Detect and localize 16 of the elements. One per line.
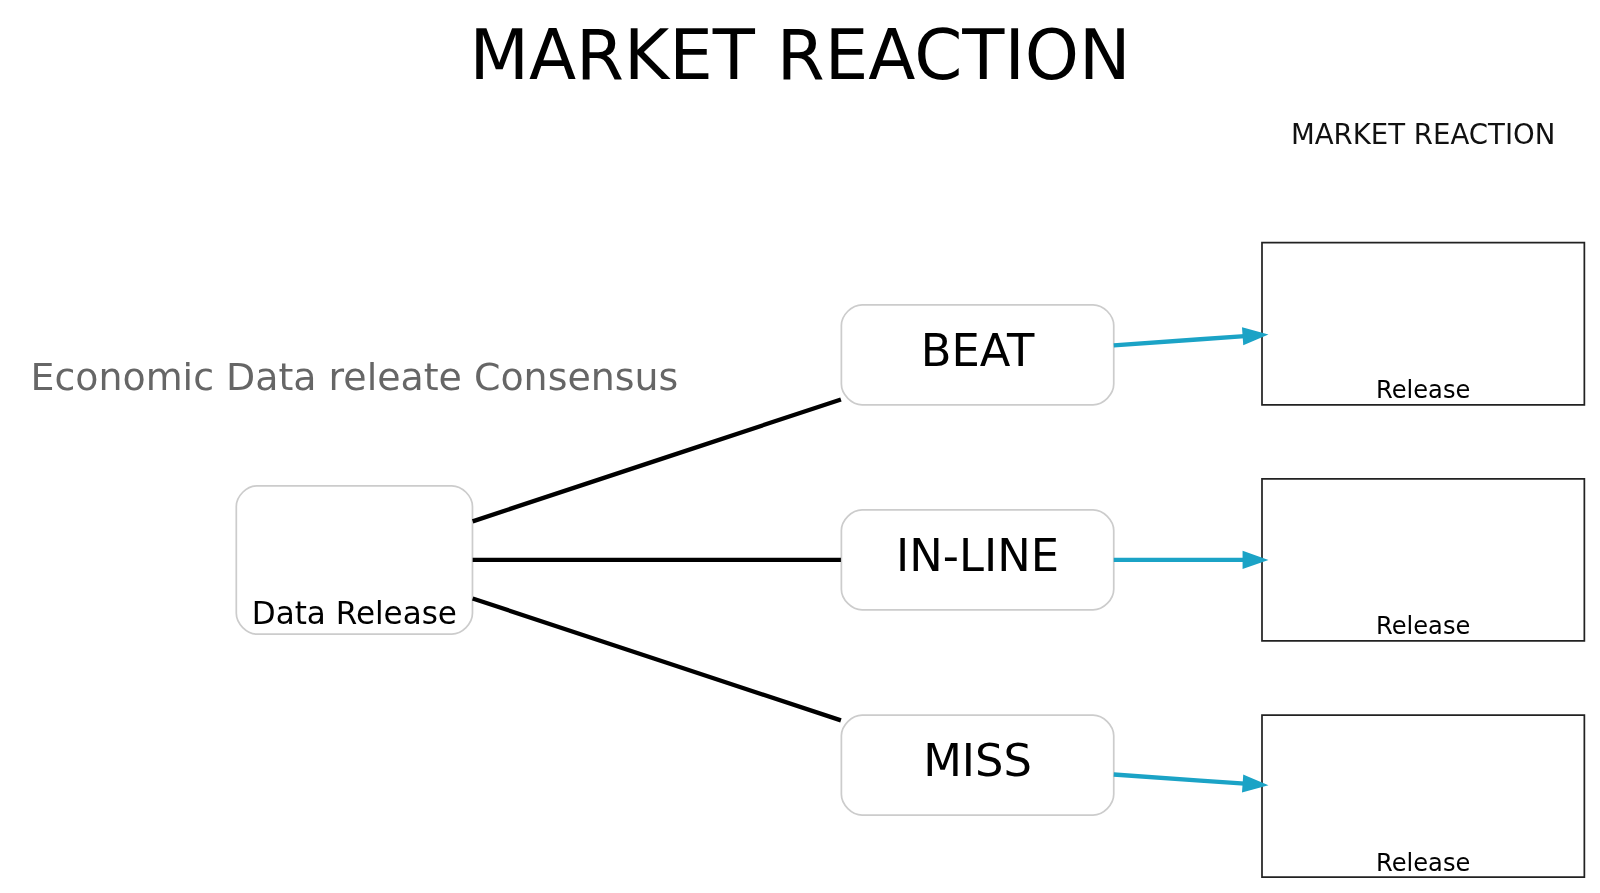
- arrow: [1113, 550, 1269, 569]
- node-box: BEAT: [840, 303, 1115, 406]
- connector: [472, 396, 842, 523]
- node-box: Data Release: [235, 484, 474, 635]
- node-box: IN-LINE: [840, 508, 1115, 611]
- connector: [472, 557, 841, 562]
- label: MARKET REACTION: [1290, 117, 1556, 151]
- connector: [472, 595, 842, 722]
- arrow: [1113, 771, 1269, 793]
- arrow: [1113, 326, 1269, 347]
- node-box: MISS: [840, 713, 1115, 816]
- label: Economic Data releate Consensus: [30, 354, 679, 399]
- node-box: Release: [1261, 477, 1586, 642]
- diagram-title: MARKET REACTION: [469, 14, 1131, 95]
- node-box: Release: [1261, 241, 1586, 406]
- node-box: Release: [1261, 713, 1586, 878]
